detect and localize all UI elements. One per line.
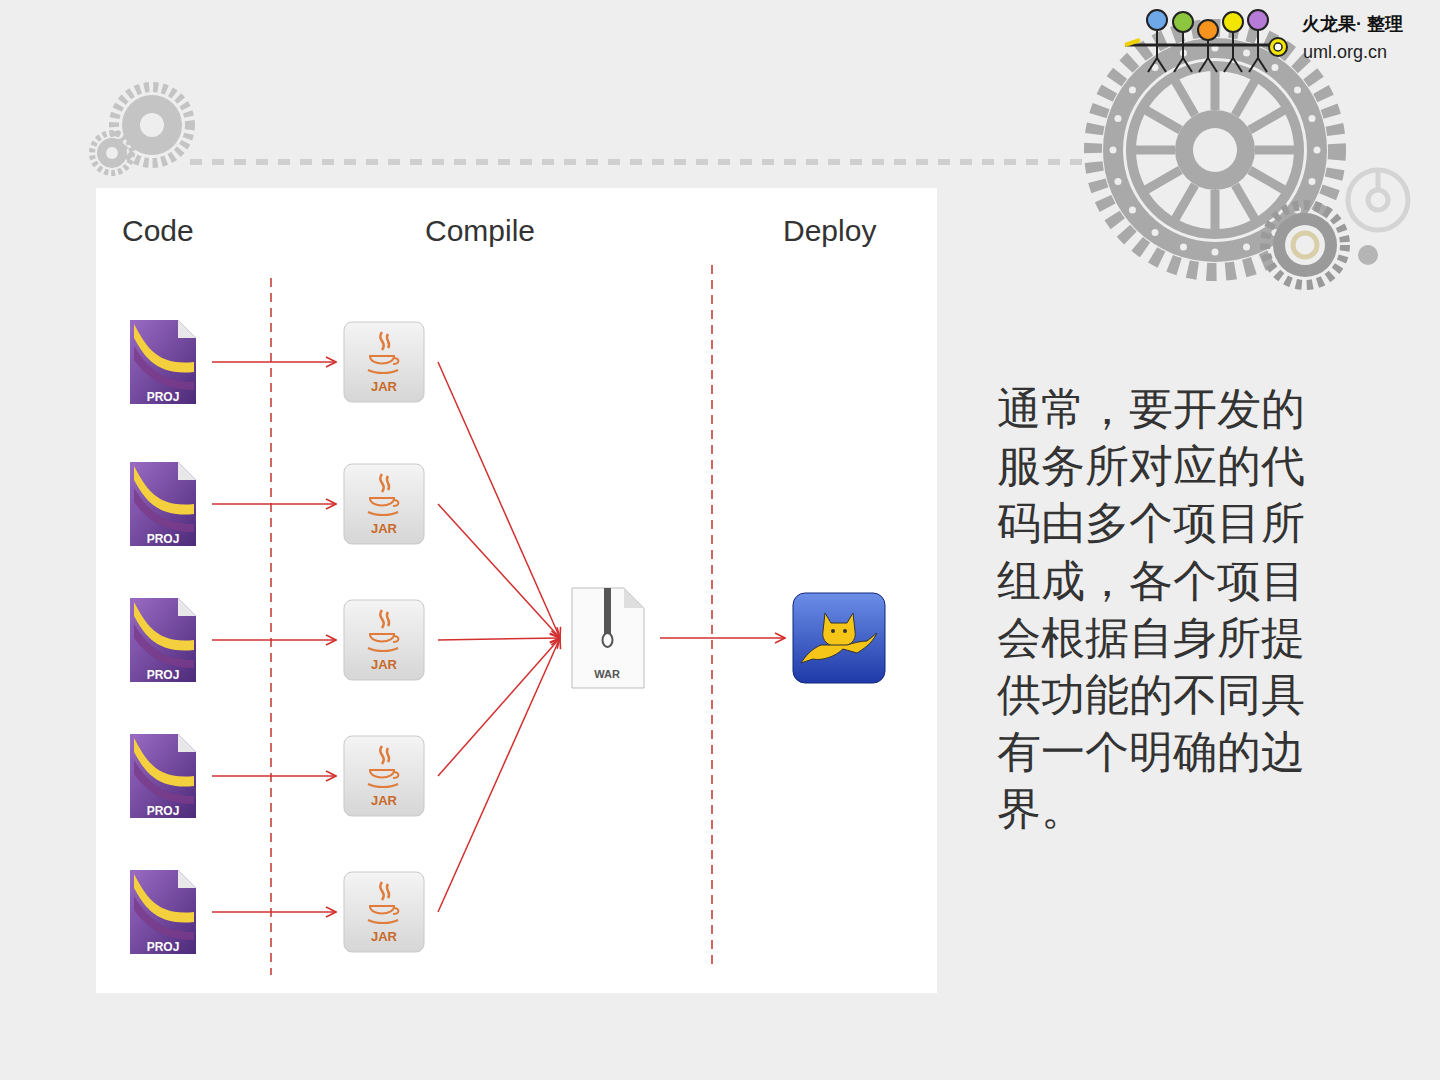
- icon-label: WAR: [594, 668, 620, 680]
- flow-arrow: [438, 638, 560, 776]
- logo-title: 火龙果· 整理: [1302, 14, 1403, 36]
- icon-label: JAR: [371, 929, 397, 944]
- jar-icon: JAR: [342, 320, 426, 404]
- stage-heading: Deploy: [783, 213, 876, 249]
- jar-icon: JAR: [342, 598, 426, 682]
- stage-heading: Code: [122, 213, 194, 249]
- flow-arrow: [212, 911, 336, 913]
- logo-dot: [1269, 38, 1287, 56]
- flow-arrow: [660, 637, 785, 639]
- jar-icon: JAR: [342, 734, 426, 818]
- flow-arrow: [212, 639, 336, 641]
- icon-label: PROJ: [147, 390, 180, 404]
- logo-dot-center: [1274, 43, 1282, 51]
- description-text: 通常，要开发的服务所对应的代码由多个项目所组成，各个项目会根据自身所提供功能的不…: [997, 380, 1342, 838]
- icon-label: PROJ: [147, 940, 180, 954]
- flow-arrow: [438, 504, 560, 638]
- proj-icon: PROJ: [126, 458, 200, 550]
- logo-figures: [1125, 40, 1270, 45]
- proj-icon: PROJ: [126, 866, 200, 958]
- jar-icon: JAR: [342, 462, 426, 546]
- proj-icon: PROJ: [126, 316, 200, 408]
- stage-divider: [711, 265, 713, 965]
- accent-gears: [1265, 170, 1408, 285]
- big-gear: [1093, 28, 1337, 272]
- stage-divider: [270, 278, 272, 975]
- proj-icon: PROJ: [126, 594, 200, 686]
- dashed-rule: [190, 159, 1090, 165]
- proj-icon: PROJ: [126, 730, 200, 822]
- war-icon: WAR: [566, 586, 648, 690]
- diagram-panel: [96, 188, 937, 993]
- small-gears: [92, 87, 190, 173]
- icon-label: JAR: [371, 521, 397, 536]
- stage-heading: Compile: [425, 213, 535, 249]
- icon-label: PROJ: [147, 804, 180, 818]
- tomcat-icon: [791, 591, 887, 685]
- tomcat-graphic: [791, 591, 887, 685]
- icon-label: PROJ: [147, 668, 180, 682]
- flow-arrow: [212, 775, 336, 777]
- flow-arrow: [212, 503, 336, 505]
- icon-label: JAR: [371, 657, 397, 672]
- icon-label: JAR: [371, 793, 397, 808]
- flow-arrow: [438, 638, 560, 912]
- icon-label: PROJ: [147, 532, 180, 546]
- flow-arrow: [438, 362, 560, 638]
- flow-arrow: [438, 638, 560, 640]
- icon-label: JAR: [371, 379, 397, 394]
- flow-arrow: [212, 361, 336, 363]
- jar-icon: JAR: [342, 870, 426, 954]
- logo-url: uml.org.cn: [1303, 42, 1387, 64]
